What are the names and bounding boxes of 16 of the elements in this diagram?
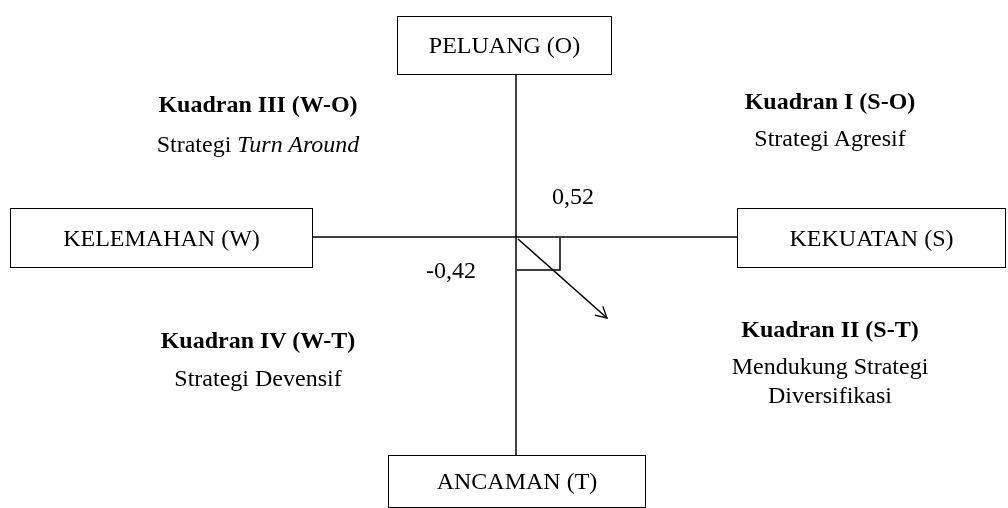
axis-value: 0,52: [552, 182, 594, 211]
connector-line: [515, 74, 517, 456]
strategy-text: Mendukung Strategi Diversifikasi: [730, 352, 930, 410]
quadrant-title: Kuadran II (S-T): [741, 315, 919, 344]
strategy-text: Strategi Devensif: [174, 364, 342, 393]
label-box: KEKUATAN (S): [737, 208, 1006, 268]
quadrant-title: Kuadran IV (W-T): [160, 326, 356, 355]
strategy-text: Strategi Agresif: [754, 124, 906, 153]
label-box: ANCAMAN (T): [388, 455, 646, 508]
connector-line: [312, 236, 738, 238]
strategy-text: Strategi Turn Around: [156, 130, 360, 159]
quadrant-title: Kuadran I (S-O): [744, 87, 916, 116]
axis-value: -0,42: [426, 256, 476, 285]
quadrant-title: Kuadran III (W-O): [158, 90, 358, 119]
label-box: PELUANG (O): [397, 16, 612, 75]
label-box: KELEMAHAN (W): [10, 208, 313, 268]
